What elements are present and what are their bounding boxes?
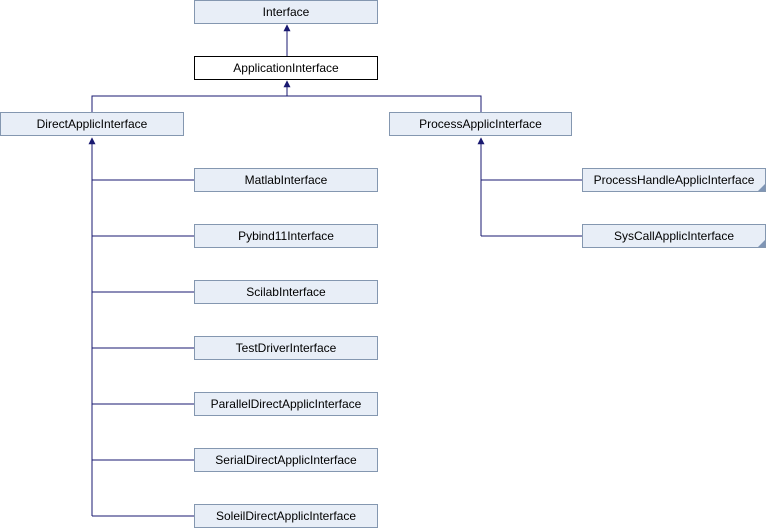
node-soleil-direct-applic-interface[interactable]: SoleilDirectApplicInterface [194,504,378,528]
node-pybind11-interface[interactable]: Pybind11Interface [194,224,378,248]
node-process-applic-interface[interactable]: ProcessApplicInterface [389,112,572,136]
node-label: Pybind11Interface [238,229,334,243]
node-label: ProcessHandleApplicInterface [593,173,755,187]
node-label: ApplicationInterface [233,61,339,75]
node-label: ScilabInterface [246,285,326,299]
node-label: Interface [262,5,310,19]
node-scilab-interface[interactable]: ScilabInterface [194,280,378,304]
node-label: ProcessApplicInterface [419,117,542,131]
node-serial-direct-applic-interface[interactable]: SerialDirectApplicInterface [194,448,378,472]
node-parallel-direct-applic-interface[interactable]: ParallelDirectApplicInterface [194,392,378,416]
node-label: DirectApplicInterface [36,117,148,131]
node-label: TestDriverInterface [235,341,337,355]
node-process-handle-applic-interface[interactable]: ProcessHandleApplicInterface [582,168,766,192]
node-label: MatlabInterface [244,173,328,187]
node-label: SerialDirectApplicInterface [215,453,357,467]
node-interface[interactable]: Interface [194,0,378,24]
node-label: ParallelDirectApplicInterface [210,397,362,411]
node-label: SysCallApplicInterface [613,229,735,243]
node-label: SoleilDirectApplicInterface [215,509,357,523]
node-sys-call-applic-interface[interactable]: SysCallApplicInterface [582,224,766,248]
node-test-driver-interface[interactable]: TestDriverInterface [194,336,378,360]
edge-process-to-application [287,95,482,112]
edge-direct-to-application [91,95,287,112]
node-matlab-interface[interactable]: MatlabInterface [194,168,378,192]
node-direct-applic-interface[interactable]: DirectApplicInterface [0,112,184,136]
node-application-interface: ApplicationInterface [194,56,378,80]
